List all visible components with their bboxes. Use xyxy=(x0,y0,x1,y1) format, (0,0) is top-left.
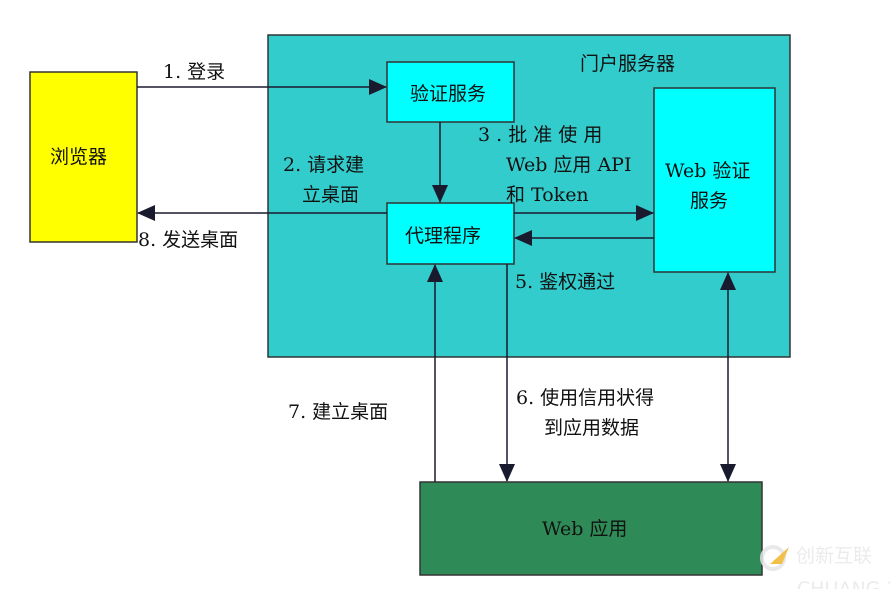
step3-label-1: 3 . 批 准 使 用 xyxy=(478,124,602,146)
step3-label-2: Web 应用 API xyxy=(506,154,631,176)
portal-server-label: 门户服务器 xyxy=(580,53,675,75)
step7-label: 7. 建立桌面 xyxy=(288,401,388,423)
web-auth-service-box xyxy=(653,87,776,273)
auth-service-label: 验证服务 xyxy=(410,83,486,105)
web-app-box xyxy=(419,481,763,576)
watermark-logo: 创新互联 CHUANG XIN HU LIAN xyxy=(760,545,890,589)
step2-label-1: 2. 请求建 xyxy=(283,154,364,176)
step8-label: 8. 发送桌面 xyxy=(138,229,238,251)
step2-label-2: 立桌面 xyxy=(302,184,359,206)
proxy-label: 代理程序 xyxy=(405,225,481,247)
watermark-subtext: CHUANG XIN HU LIAN xyxy=(797,578,890,589)
step6-label-1: 6. 使用信用状得 xyxy=(516,387,654,409)
browser-label: 浏览器 xyxy=(50,146,107,168)
web-app-label: Web 应用 xyxy=(542,518,627,540)
step5-label: 5. 鉴权通过 xyxy=(515,271,615,293)
watermark-text: 创新互联 xyxy=(796,545,872,567)
step3-label-3: 和 Token xyxy=(506,184,589,206)
web-auth-label-1: Web 验证 xyxy=(665,160,750,182)
browser-box xyxy=(29,71,138,243)
web-auth-label-2: 服务 xyxy=(690,190,728,212)
auth-service-box xyxy=(386,61,515,123)
step6-label-2: 到应用数据 xyxy=(544,417,639,439)
step1-label: 1. 登录 xyxy=(163,61,225,83)
